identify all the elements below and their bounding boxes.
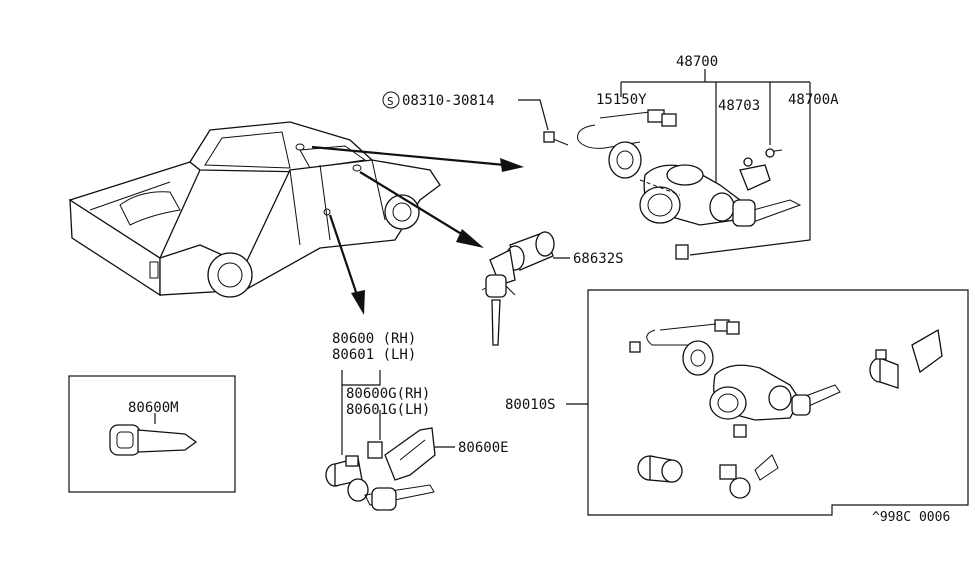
door-lock-assembly — [325, 370, 455, 511]
label-08310-30814: 08310-30814 — [402, 93, 495, 109]
glove-box-lock — [481, 231, 570, 346]
label-80601-lh: 80601 (LH) — [332, 347, 416, 363]
label-68632s: 68632S — [573, 251, 624, 267]
label-80010s: 80010S — [505, 397, 556, 413]
diagram-code: ^998C 0006 — [872, 510, 950, 525]
pickup-truck-illustration — [68, 121, 441, 298]
key-blank-box — [68, 375, 236, 493]
label-48700a: 48700A — [788, 92, 839, 108]
callout-arrows — [311, 145, 524, 315]
label-48703: 48703 — [718, 98, 760, 114]
label-15150y: 15150Y — [596, 92, 647, 108]
label-80600-rh: 80600 (RH) — [332, 331, 416, 347]
label-80601g-lh: 80601G(LH) — [346, 402, 430, 418]
label-80600g-rh: 80600G(RH) — [346, 386, 430, 402]
bolt-symbol-icon — [382, 91, 400, 109]
label-48700: 48700 — [676, 54, 718, 70]
label-80600e: 80600E — [458, 440, 509, 456]
lock-set-kit-box — [566, 289, 969, 516]
label-80600m: 80600M — [128, 400, 179, 416]
ignition-switch-assembly — [518, 69, 811, 260]
part-labels: 48700 15150Y 48703 48700A S 08310-30814 … — [128, 54, 950, 525]
label-bolt-symbol: S — [387, 95, 394, 108]
